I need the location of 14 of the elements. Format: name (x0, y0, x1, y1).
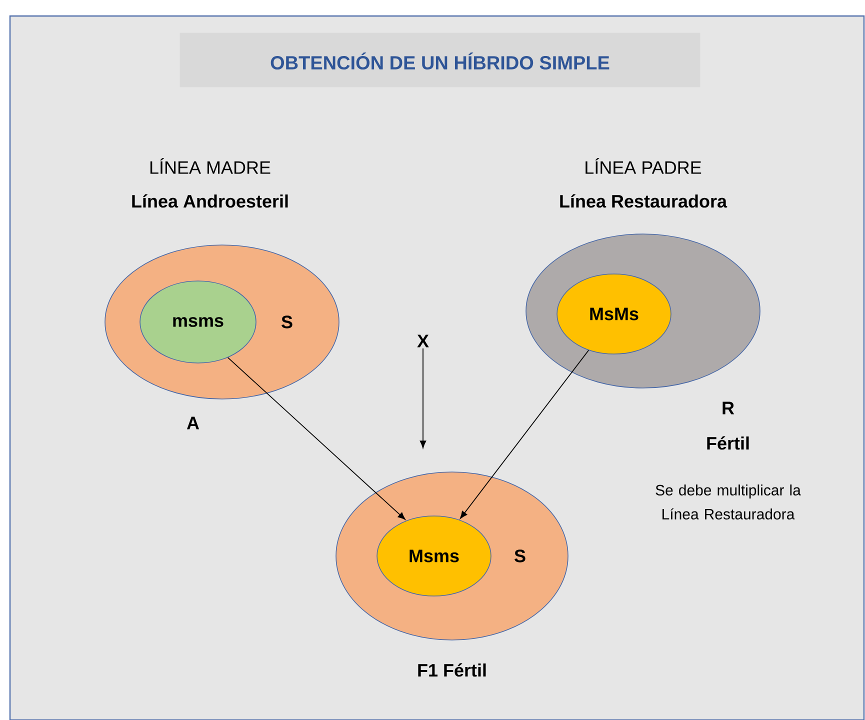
arrow (227, 357, 406, 520)
line-label: Línea Androesteril (132, 194, 288, 208)
arrow (460, 350, 590, 519)
cross-symbol: X (417, 334, 429, 348)
title-banner: OBTENCIÓN DE UN HÍBRIDO SIMPLE (180, 32, 700, 88)
arrow (420, 348, 426, 448)
line-label: F1 Fértil (418, 663, 486, 677)
line-label: Fértil (707, 436, 749, 450)
line-heading: LÍNEA MADRE (150, 158, 270, 174)
line-heading: LÍNEA PADRE (586, 158, 702, 174)
line-label: R (722, 402, 734, 414)
line-label: A (186, 416, 200, 430)
line-label: Línea Restauradora (560, 194, 728, 208)
note-text: Se debe multiplicar la Línea Restauradora (656, 484, 801, 520)
